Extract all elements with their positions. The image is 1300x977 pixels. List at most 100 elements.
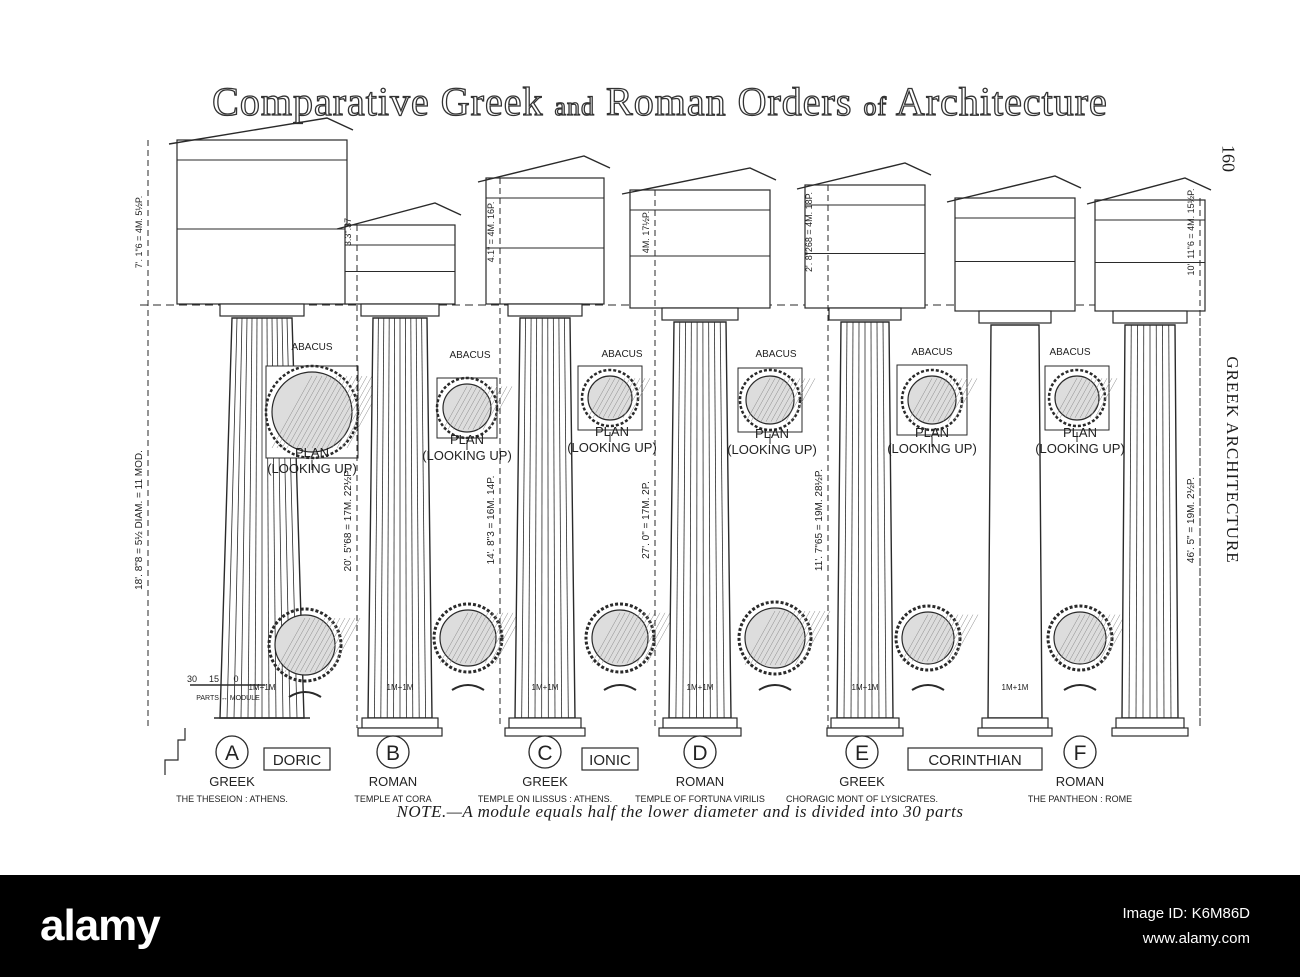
column-flute <box>564 317 569 719</box>
plan-label: PLAN <box>595 424 629 439</box>
column-elevation <box>1086 177 1212 737</box>
hatch-line <box>324 617 356 673</box>
column-flute <box>1142 324 1145 719</box>
abacus-label: ABACUS <box>755 349 796 360</box>
column-flute <box>689 321 692 719</box>
entablature <box>344 224 456 305</box>
order-label-e <box>845 735 879 769</box>
hatch-line <box>1093 614 1121 662</box>
hatch-line <box>907 378 933 422</box>
order-place: THE THESEION : ATHENS. <box>176 794 288 804</box>
column-flute <box>850 321 854 719</box>
column-flute <box>857 321 860 719</box>
order-letter: D <box>692 742 707 765</box>
order-name: DORIC <box>273 752 322 769</box>
column-base <box>662 717 738 729</box>
hatch-line <box>1094 378 1118 418</box>
order-label-b <box>376 735 410 769</box>
hatch-line <box>922 378 948 422</box>
plan-sub-label: (LOOKING UP) <box>422 448 512 463</box>
column-flute <box>534 317 538 719</box>
hatch-line <box>951 614 979 662</box>
column-flute <box>876 321 880 719</box>
column-flute <box>696 321 698 719</box>
plan-label: PLAN <box>915 425 949 440</box>
hatch-line <box>309 617 341 673</box>
hatch-line <box>931 614 959 662</box>
hatch-line <box>321 375 363 449</box>
order-origin: GREEK <box>209 774 255 789</box>
abacus-label: ABACUS <box>449 350 490 361</box>
hatch-line <box>926 614 954 662</box>
title-part2: Roman Orders <box>605 78 853 124</box>
hatch-line <box>927 378 953 422</box>
hatch-line <box>1079 378 1103 418</box>
hatch-line <box>785 378 811 422</box>
hatch-line <box>750 378 776 422</box>
hatch-line <box>1083 614 1111 662</box>
hatch-line <box>916 614 944 662</box>
scale-caption: PARTS ↔ MODULE <box>196 695 260 702</box>
hatch-line <box>1068 614 1096 662</box>
hatch-line <box>745 378 771 422</box>
column-height-dim: 20'. 5"68 = 17M. 22½P. <box>343 469 354 572</box>
column-flute <box>552 317 556 719</box>
hatch-line <box>1069 378 1093 418</box>
hatch-line <box>276 375 318 449</box>
order-origin: GREEK <box>522 774 568 789</box>
scale-tick: 30 <box>187 674 197 684</box>
hatch-line <box>457 386 483 430</box>
flute-profile <box>758 684 792 691</box>
shaft-section <box>901 611 955 665</box>
hatch-line <box>1089 378 1113 418</box>
column-flute <box>702 321 704 719</box>
section-ring <box>584 602 656 674</box>
hatch-line <box>442 386 468 430</box>
hatch-line <box>472 386 498 430</box>
module-mark: 1M+1M <box>249 683 276 692</box>
order-place: TEMPLE AT CORA <box>354 794 431 804</box>
column-flute <box>415 317 420 719</box>
stock-footer: alamy Image ID: K6M86D www.alamy.com <box>0 875 1300 977</box>
hatch-line <box>489 612 519 664</box>
plan-label: PLAN <box>755 426 789 441</box>
column-elevation <box>147 117 388 775</box>
section-ring <box>267 607 343 683</box>
entablature-height-dim: 2'. 8"268 = 4M. 18P. <box>804 192 814 272</box>
hatch-line <box>617 378 641 418</box>
hatch-line <box>1064 378 1088 418</box>
title-and: and <box>554 91 596 121</box>
column-elevation <box>621 167 831 737</box>
hatch-line <box>911 614 939 662</box>
plan-label: PLAN <box>295 445 329 460</box>
hatch-line <box>474 612 504 664</box>
column-flute <box>558 317 563 719</box>
column-flute <box>386 317 390 719</box>
capital-abacus <box>661 307 739 321</box>
hatch-line <box>1084 378 1108 418</box>
hatch-line <box>329 617 361 673</box>
hatch-line <box>336 375 378 449</box>
column-flute <box>374 317 379 719</box>
column-flute <box>708 321 711 719</box>
hatch-line <box>790 378 816 422</box>
scale-tick: 0 <box>233 674 238 684</box>
entablature <box>629 189 771 309</box>
column-flute <box>380 317 385 719</box>
column-flute <box>421 317 426 719</box>
hatch-line <box>744 610 776 666</box>
hatch-line <box>755 378 781 422</box>
column-flute <box>1162 324 1165 719</box>
hatch-line <box>754 610 786 666</box>
hatch-line <box>1074 378 1098 418</box>
hatch-line <box>447 386 473 430</box>
column-flute <box>233 317 243 719</box>
order-origin: GREEK <box>839 774 885 789</box>
hatch-line <box>602 378 626 418</box>
order-letter-circle <box>845 735 879 769</box>
order-name: CORINTHIAN <box>928 752 1021 769</box>
column-flute <box>527 317 532 719</box>
section-ring <box>432 602 504 674</box>
capital-abacus <box>219 303 305 317</box>
